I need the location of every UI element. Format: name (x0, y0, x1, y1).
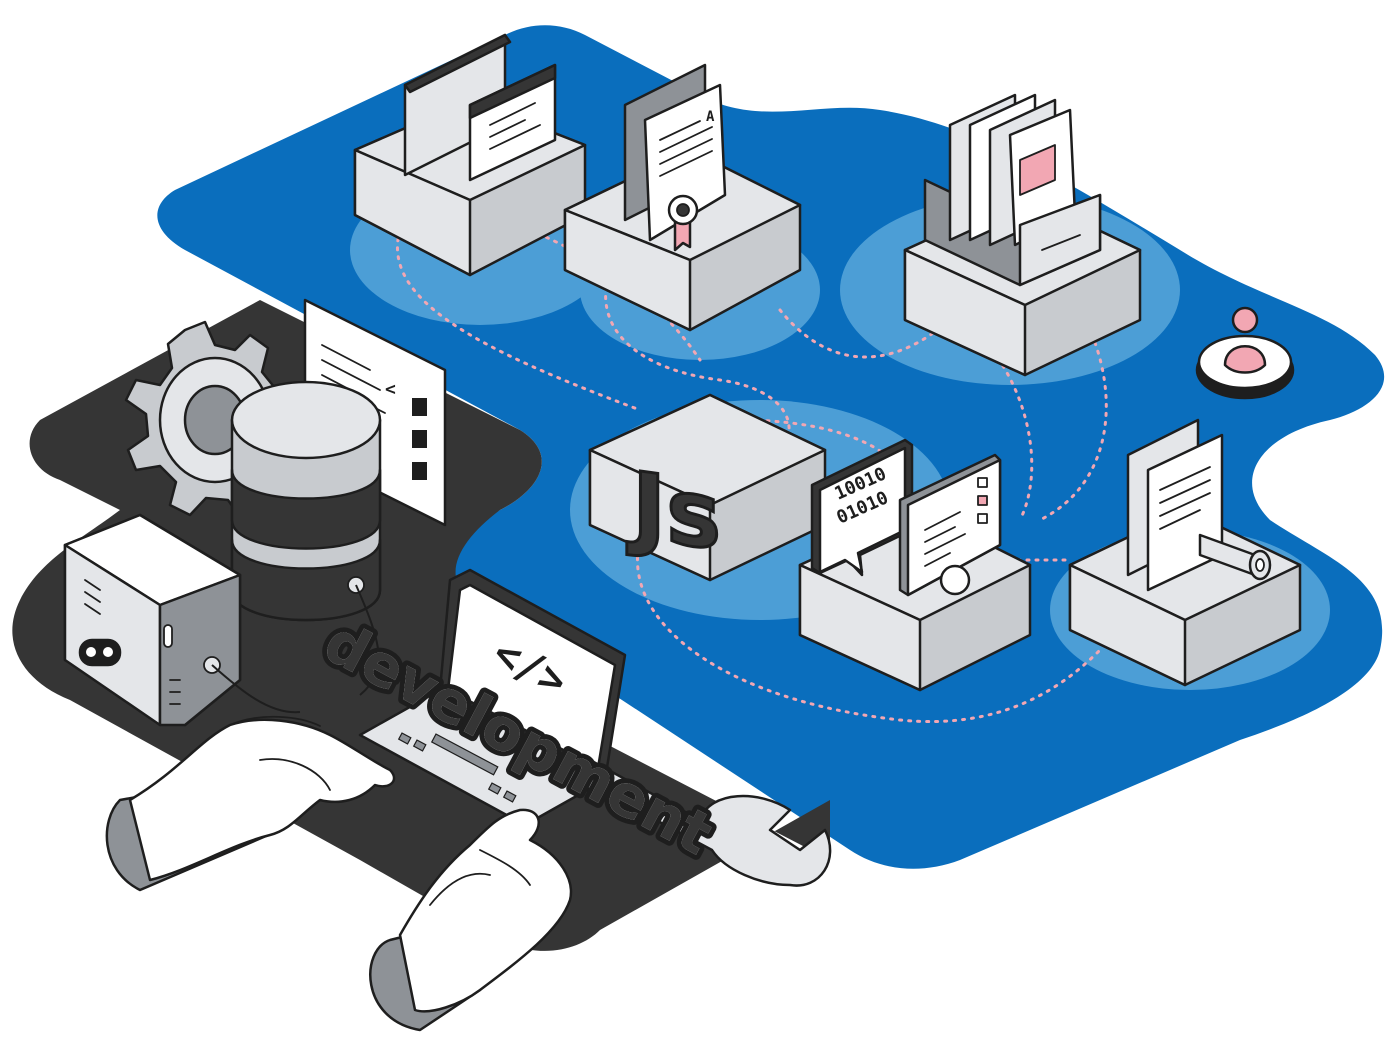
chat-code-box: 10010 01010 (798, 438, 1032, 692)
document-box (1068, 418, 1302, 687)
js-box: Js (588, 393, 827, 582)
folder-icon (923, 93, 1102, 287)
code-panel-icon (898, 453, 1002, 597)
left-hand (105, 715, 396, 892)
browser-windows-box (353, 33, 587, 277)
folder-box (903, 93, 1142, 377)
server-icon (63, 513, 242, 727)
chat-icon: 10010 01010 (810, 438, 914, 577)
user-icon (1195, 306, 1295, 400)
wrench-icon (588, 758, 832, 887)
cables (211, 584, 380, 714)
database-icon (230, 380, 382, 622)
js-icon: Js (626, 450, 721, 571)
laptop-icon: </> (358, 568, 627, 827)
document-icon (1126, 418, 1272, 592)
certificate-box: A (563, 63, 802, 332)
code-window-icon (468, 63, 557, 182)
doc-badge: A (706, 109, 715, 125)
certificate-icon: A (643, 83, 727, 252)
angle-glyph: < (385, 379, 396, 400)
laptop-keyboard (397, 732, 517, 803)
right-hand (369, 808, 573, 1032)
